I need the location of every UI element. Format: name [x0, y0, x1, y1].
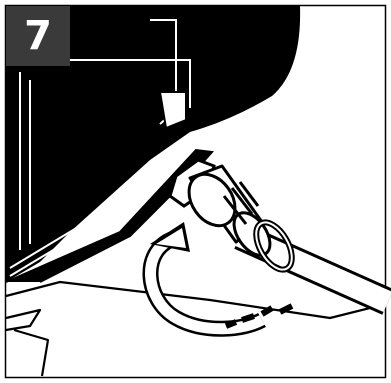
step-badge: 7	[6, 6, 70, 66]
step-number: 7	[24, 16, 52, 56]
